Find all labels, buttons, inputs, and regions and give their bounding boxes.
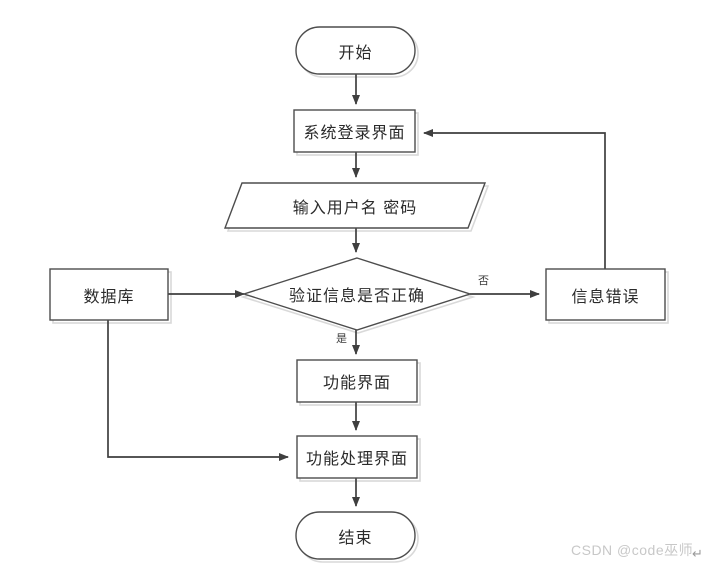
cursor-glyph: ↵ xyxy=(692,546,703,561)
connectors xyxy=(107,74,606,507)
node-error-shape[interactable] xyxy=(545,268,666,321)
node-verify-shape[interactable] xyxy=(241,257,473,331)
node-end-shape[interactable] xyxy=(295,511,416,560)
edge-label-no: 否 xyxy=(478,275,489,287)
node-func-shape[interactable] xyxy=(296,359,418,403)
node-login-shape[interactable] xyxy=(293,109,416,153)
node-shapes xyxy=(49,26,666,560)
watermark-text: CSDN @code巫师 xyxy=(571,542,694,558)
edge-label-yes: 是 xyxy=(336,333,347,345)
node-database-shape[interactable] xyxy=(49,268,169,321)
edge-error-to-login xyxy=(423,129,606,269)
edge-database-to-funcproc xyxy=(107,320,289,461)
node-funcproc-shape[interactable] xyxy=(296,435,418,479)
node-start-shape[interactable] xyxy=(295,26,416,75)
node-input-shape[interactable] xyxy=(223,182,487,229)
